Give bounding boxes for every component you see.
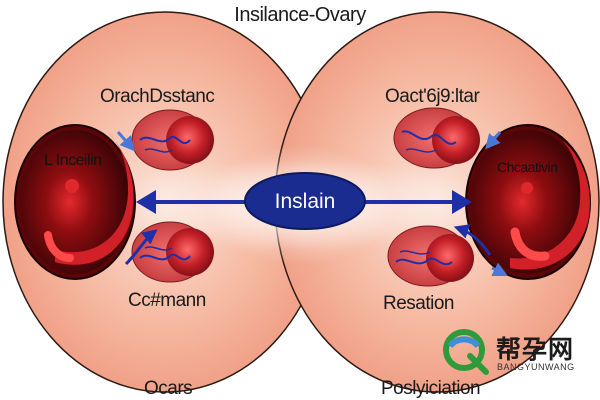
label-top-right: Oact'6j9:ltar	[385, 86, 480, 107]
label-bottom-right: Resation	[383, 293, 455, 314]
center-pill-label: Inslain	[274, 190, 336, 213]
ovary-cell-icon-bottom-right	[387, 225, 474, 287]
watermark-english: BANGYUNWANG	[497, 362, 575, 372]
left-follicle-icon	[14, 124, 136, 280]
small-arrow-icon-right	[485, 131, 502, 150]
curved-arrow-icon	[124, 229, 158, 266]
right-follicle-icon	[465, 124, 591, 280]
watermark-chinese: 帮孕网	[496, 335, 575, 364]
center-pill	[244, 172, 366, 230]
diagram-title: Insilance-Ovary	[234, 4, 366, 26]
curved-arrow-icon-right	[453, 224, 492, 256]
label-right-follicle: Chcaativin	[497, 159, 558, 175]
ovary-cell-icon-top-right	[393, 107, 480, 169]
ovary-cell-icon-top-left	[131, 109, 214, 171]
label-bottom-left: Cc#mann	[128, 290, 206, 311]
small-arrow-icon-right-bottom	[491, 262, 509, 277]
logo-icon	[443, 329, 489, 375]
label-left-follicle: L Inceilin	[44, 152, 102, 169]
small-arrow-icon	[116, 131, 135, 152]
label-top-left: OrachDsstanc	[100, 86, 215, 107]
footer-label-right: Poslyiciation	[381, 378, 481, 399]
footer-label-left: Ocars	[144, 378, 193, 399]
